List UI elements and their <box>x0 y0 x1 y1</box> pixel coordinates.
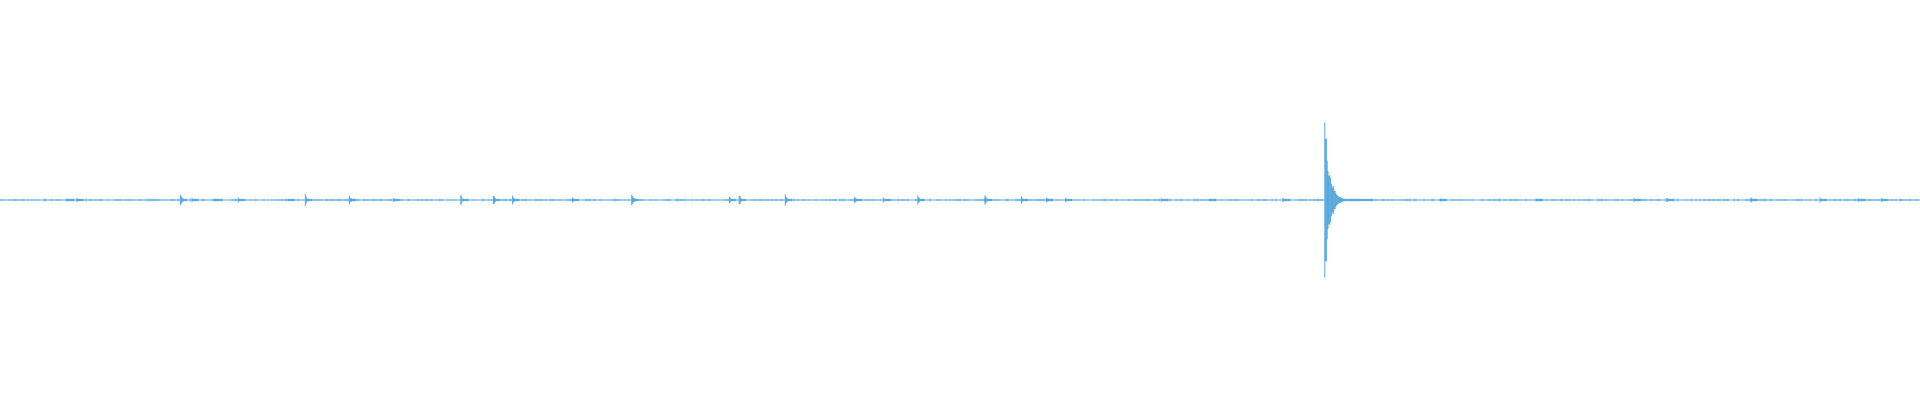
waveform-peaks <box>0 122 1919 278</box>
